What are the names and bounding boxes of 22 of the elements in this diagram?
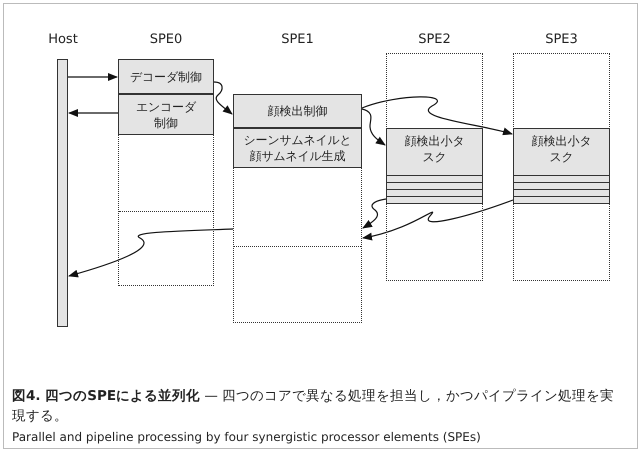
lane-heading: SPE3	[544, 32, 579, 49]
lane-heading: SPE2	[417, 32, 452, 49]
arrow	[362, 199, 514, 240]
arrow	[68, 228, 234, 278]
lane-heading: Host	[47, 32, 79, 49]
process-box: エンコーダ制御	[118, 94, 214, 135]
task-block: 顔検出小タスク	[386, 128, 483, 204]
arrow	[362, 198, 386, 229]
arrow	[214, 81, 233, 115]
figure-caption: 図4. 四つのSPEによる並列化 — 四つのコアで異なる処理を担当し，かつパイプライン処理を実現する。	[12, 387, 616, 426]
process-box: シーンサムネイルと顔サムネイル生成	[233, 128, 362, 168]
arrow	[68, 109, 118, 117]
lane-heading: SPE0	[148, 32, 184, 49]
english-caption: Parallel and pipeline processing by four synergistic processor elements (SPEs)	[12, 430, 481, 444]
process-box: デコーダ制御	[118, 59, 214, 94]
arrow	[362, 108, 386, 146]
arrow	[68, 73, 118, 81]
processor-lane	[233, 32, 362, 323]
arrow	[362, 96, 513, 136]
process-box: 顔検出制御	[233, 94, 362, 128]
task-block: 顔検出小タスク	[513, 128, 610, 204]
lane-heading: SPE1	[280, 32, 315, 49]
